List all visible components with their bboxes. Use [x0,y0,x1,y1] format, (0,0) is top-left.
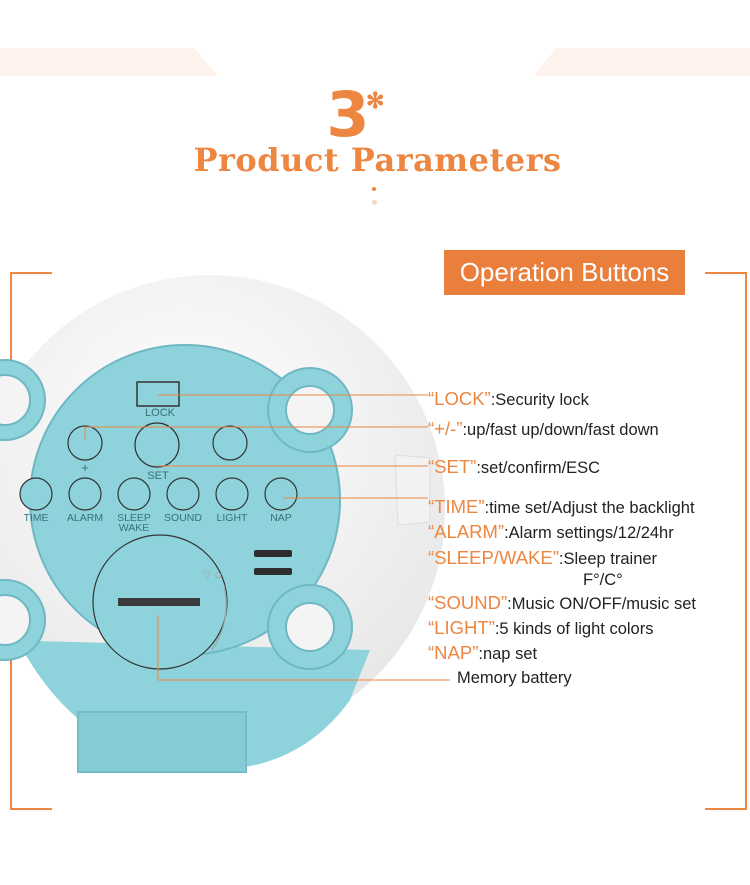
time-label: TIME [23,512,49,524]
legend-sleep-key: “SLEEP/WAKE” [428,547,559,568]
legend-alarm-key: “ALARM” [428,521,505,542]
legend-nap-key: “NAP” [428,642,479,663]
sound-label: SOUND [164,512,202,524]
legend-sound-desc: :Music ON/OFF/music set [507,595,696,613]
legend-time-key: “TIME” [428,496,485,517]
legend-light: “LIGHT”:5 kinds of light colors [428,618,653,639]
legend-lock-key: “LOCK” [428,388,491,409]
frame-bracket-right [705,272,747,810]
operation-buttons-badge: Operation Buttons [444,250,685,295]
light-label: LIGHT [216,512,248,524]
page-title: Product Parameters [193,141,562,179]
plus-button [67,425,103,461]
legend-sound-key: “SOUND” [428,592,508,613]
side-tab [394,454,431,526]
set-label: SET [147,470,169,482]
feet [0,359,353,670]
plus-label: + [81,460,89,475]
legend-alarm-desc: :Alarm settings/12/24hr [504,524,674,542]
battery-cover-slot [118,598,200,606]
lock-symbols: ▽ ⌂ [203,568,222,581]
alarm-label: ALARM [66,512,104,524]
legend-battery: Memory battery [457,669,572,687]
sleep-label: SLEEP [117,512,151,524]
unlock-arrow [211,584,227,651]
vent-slot-2 [254,568,292,575]
legend-time: “TIME”:time set/Adjust the backlight [428,497,695,518]
lock-label: LOCK [145,407,175,419]
set-button [134,422,180,468]
legend-set: “SET”:set/confirm/ESC [428,457,600,478]
legend-sleep: “SLEEP/WAKE”:Sleep trainer [428,548,657,569]
legend-set-key: “SET” [428,456,477,477]
lock-switch [136,381,180,407]
legend-plusminus: “+/-”:up/fast up/down/fast down [428,419,659,440]
legend-set-desc: :set/confirm/ESC [476,459,601,477]
legend-sound: “SOUND”:Music ON/OFF/music set [428,593,696,614]
legend-lock: “LOCK”:Security lock [428,389,589,410]
function-buttons [19,477,298,511]
title-dot-bottom [372,200,377,205]
wake-label: WAKE [118,522,150,534]
legend-sleep-units: F°/C° [583,571,623,589]
top-band-right [534,48,750,76]
legend-plusminus-key: “+/-” [428,418,463,439]
legend-alarm: “ALARM”:Alarm settings/12/24hr [428,522,674,543]
legend-light-key: “LIGHT” [428,617,495,638]
minus-button [212,425,248,461]
vent-slot-1 [254,550,292,557]
legend-time-desc: :time set/Adjust the backlight [484,499,695,517]
legend-lock-desc: :Security lock [490,391,589,409]
snowflake-icon: ✻ [366,88,385,113]
section-number: 3 [326,78,370,151]
legend-plusminus-desc: :up/fast up/down/fast down [462,421,659,439]
title-dot-top [372,187,376,191]
nap-label: NAP [270,512,292,524]
leader-lines [84,394,450,681]
base-foot [77,711,247,773]
top-band-left [0,48,218,76]
legend-nap-desc: :nap set [478,645,538,663]
legend-light-desc: :5 kinds of light colors [494,620,654,638]
legend-nap: “NAP”:nap set [428,643,537,664]
legend-sleep-desc: :Sleep trainer [558,550,658,568]
